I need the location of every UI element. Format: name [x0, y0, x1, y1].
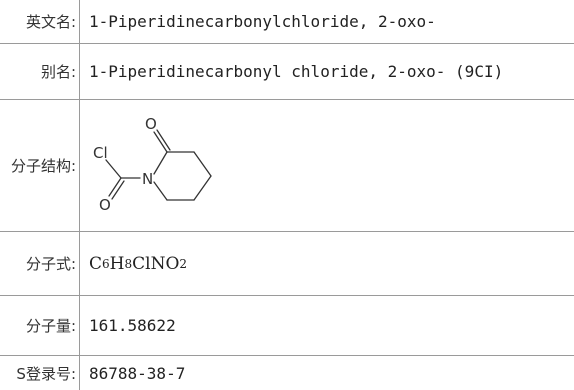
english-name-value: 1-Piperidinecarbonylchloride, 2-oxo-	[89, 12, 436, 31]
bond-n-c2	[153, 151, 168, 175]
weight-value: 161.58622	[89, 316, 176, 335]
cas-label: S登录号:	[0, 356, 80, 390]
formula-c: C	[89, 253, 103, 274]
formula-clno: ClNO	[132, 253, 180, 274]
structure-label: 分子结构:	[0, 100, 80, 231]
formula-label: 分子式:	[0, 232, 80, 295]
structure-row: 分子结构:	[0, 100, 574, 232]
alias-label: 别名:	[0, 44, 80, 99]
atom-o-top: O	[145, 115, 157, 133]
bond-c3-c4	[193, 151, 212, 177]
atom-n: N	[142, 170, 153, 188]
weight-label: 分子量:	[0, 296, 80, 355]
molecule-svg: Cl N O O	[93, 115, 212, 214]
alias-row: 别名: 1-Piperidinecarbonyl chloride, 2-oxo…	[0, 44, 574, 100]
cas-value: 86788-38-7	[89, 363, 186, 383]
bond-c-o-bottom-a	[108, 177, 122, 197]
bond-c6-n	[153, 181, 168, 201]
bond-c2-o-top-b	[156, 129, 171, 151]
english-name-row: 英文名: 1-Piperidinecarbonylchloride, 2-oxo…	[0, 0, 574, 44]
weight-row: 分子量: 161.58622	[0, 296, 574, 356]
bond-cl-c	[105, 159, 122, 179]
cas-row: S登录号: 86788-38-7	[0, 356, 574, 390]
formula-h: H	[109, 253, 125, 274]
bond-c4-c5	[193, 175, 212, 201]
english-name-label: 英文名:	[0, 0, 80, 43]
molecule-structure-image: Cl N O O	[93, 112, 243, 220]
bond-c-o-bottom-b	[111, 180, 125, 200]
atom-cl: Cl	[93, 144, 108, 162]
alias-value: 1-Piperidinecarbonyl chloride, 2-oxo- (9…	[89, 62, 504, 81]
atom-o-bottom: O	[99, 196, 111, 214]
bond-c2-o-top-a	[153, 131, 168, 153]
